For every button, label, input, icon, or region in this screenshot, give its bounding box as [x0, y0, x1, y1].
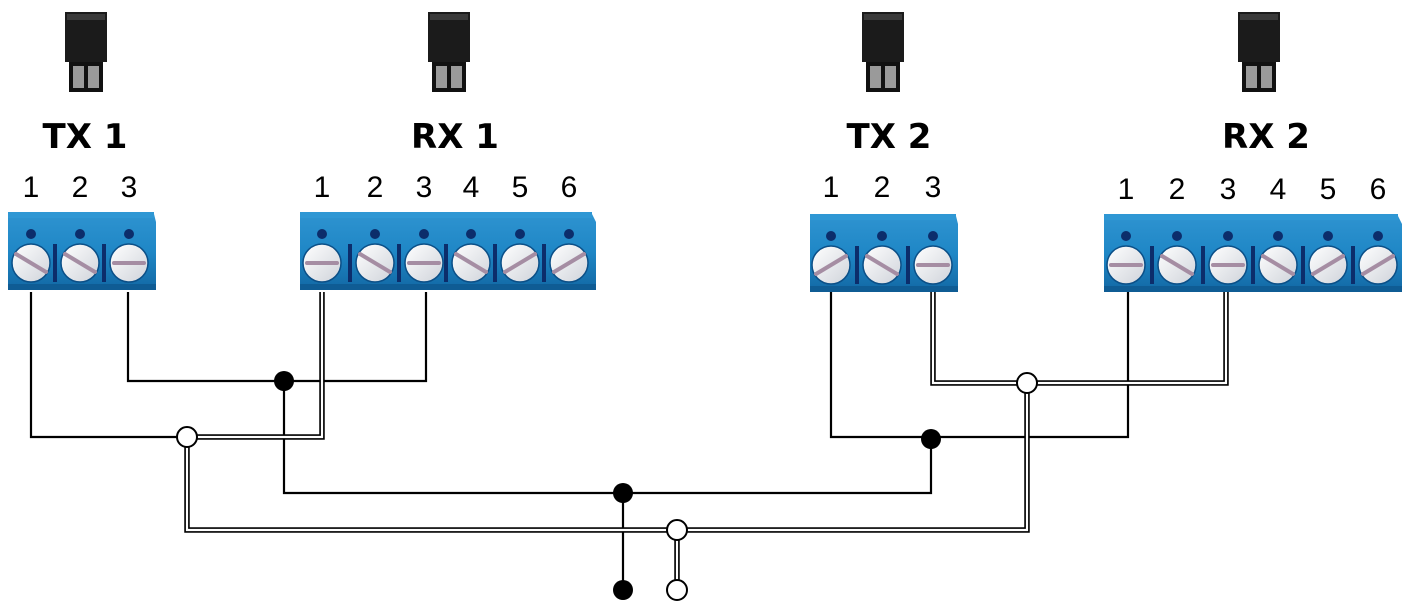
- pin-number: 4: [1270, 173, 1287, 206]
- terminal-hole: [1172, 231, 1182, 241]
- junction-node-filled: [613, 483, 633, 503]
- pin-number: 1: [314, 171, 331, 204]
- terminal-hole: [1373, 231, 1383, 241]
- junction-node-filled: [274, 371, 294, 391]
- screw-slot: [358, 252, 392, 274]
- terminal-hole: [75, 229, 85, 239]
- screw-slot: [552, 252, 586, 274]
- screw-slot: [503, 252, 537, 274]
- terminal-hole: [124, 229, 134, 239]
- pin-number: 3: [416, 171, 433, 204]
- junction-node-hollow: [176, 426, 198, 448]
- terminal-hole: [1273, 231, 1283, 241]
- terminal-separator: [444, 244, 448, 282]
- rx1-label: RX 1: [411, 117, 499, 157]
- pin-number: 2: [1169, 173, 1186, 206]
- terminal-separator: [1150, 246, 1154, 284]
- pin-number: 3: [925, 171, 942, 204]
- terminal-hole: [564, 229, 574, 239]
- pin-number: 2: [874, 171, 891, 204]
- screw-slot: [14, 252, 48, 274]
- screw-slot: [1160, 254, 1194, 276]
- screw-slot: [454, 252, 488, 274]
- pin-number: 6: [1370, 173, 1387, 206]
- output-terminal-hollow: [666, 579, 688, 601]
- screw-slot: [1311, 254, 1345, 276]
- terminal-hole: [1223, 231, 1233, 241]
- output-terminal-filled: [613, 580, 633, 600]
- junction-node-hollow: [1016, 372, 1038, 394]
- pin-number: 6: [561, 171, 578, 204]
- jumper-rx2: [1238, 12, 1280, 92]
- terminal-separator: [1351, 246, 1355, 284]
- screw-slot: [865, 254, 899, 276]
- pin-number: 4: [463, 171, 480, 204]
- screw-slot: [63, 252, 97, 274]
- screw-slot: [814, 254, 848, 276]
- terminal-separator: [348, 244, 352, 282]
- pin-number: 3: [1220, 173, 1237, 206]
- pin-number: 1: [23, 171, 40, 204]
- terminal-hole: [877, 231, 887, 241]
- junction-node-hollow: [666, 519, 688, 541]
- jumper-tx1: [65, 12, 107, 92]
- tx2-label: TX 2: [847, 117, 932, 157]
- terminal-hole: [370, 229, 380, 239]
- rx1-pin-numbers: 1 2 3 4 5 6: [314, 171, 578, 204]
- jumper-tx2: [862, 12, 904, 92]
- pin-number: 2: [72, 171, 89, 204]
- wire-common-tx2-double: [677, 383, 1030, 533]
- terminal-separator: [397, 244, 401, 282]
- terminal-hole: [466, 229, 476, 239]
- wire-rx1-pin1-double: [184, 292, 677, 533]
- terminal-separator: [1301, 246, 1305, 284]
- tx1-pin-numbers: 1 2 3: [23, 171, 138, 204]
- wire-tx2-pin1-rx2-pin1: [829, 292, 1130, 439]
- terminal-separator: [906, 246, 910, 284]
- rx2-pin-numbers: 1 2 3 4 5 6: [1118, 173, 1387, 206]
- terminal-hole: [317, 229, 327, 239]
- tx1-label: TX 1: [43, 117, 128, 157]
- terminal-separator: [1201, 246, 1205, 284]
- tx2-pin-numbers: 1 2 3: [823, 171, 942, 204]
- terminal-screws: [11, 229, 1398, 285]
- jumper-rx1: [428, 12, 470, 92]
- screw-slot: [1361, 254, 1395, 276]
- screw-slot: [1261, 254, 1295, 276]
- terminal-hole: [928, 231, 938, 241]
- pin-number: 2: [367, 171, 384, 204]
- pin-number: 5: [1320, 173, 1337, 206]
- terminal-separator: [542, 244, 546, 282]
- terminal-separator: [53, 244, 57, 282]
- terminal-hole: [419, 229, 429, 239]
- pin-number: 1: [823, 171, 840, 204]
- terminal-hole: [1323, 231, 1333, 241]
- rx2-label: RX 2: [1222, 117, 1310, 157]
- junction-node-filled: [921, 429, 941, 449]
- pin-number: 5: [512, 171, 529, 204]
- terminal-separator: [1251, 246, 1255, 284]
- wire-tx2-pin3-rx2-pin3-double: [930, 292, 1229, 386]
- terminal-separator: [493, 244, 497, 282]
- terminal-hole: [1121, 231, 1131, 241]
- terminal-hole: [26, 229, 36, 239]
- pin-number: 3: [121, 171, 138, 204]
- terminal-hole: [826, 231, 836, 241]
- wire-tx1-pin1: [29, 292, 187, 439]
- terminal-hole: [515, 229, 525, 239]
- pin-number: 1: [1118, 173, 1135, 206]
- wire-tx1-pin3-rx1-pin3: [126, 292, 428, 383]
- terminal-separator: [855, 246, 859, 284]
- terminal-separator: [102, 244, 106, 282]
